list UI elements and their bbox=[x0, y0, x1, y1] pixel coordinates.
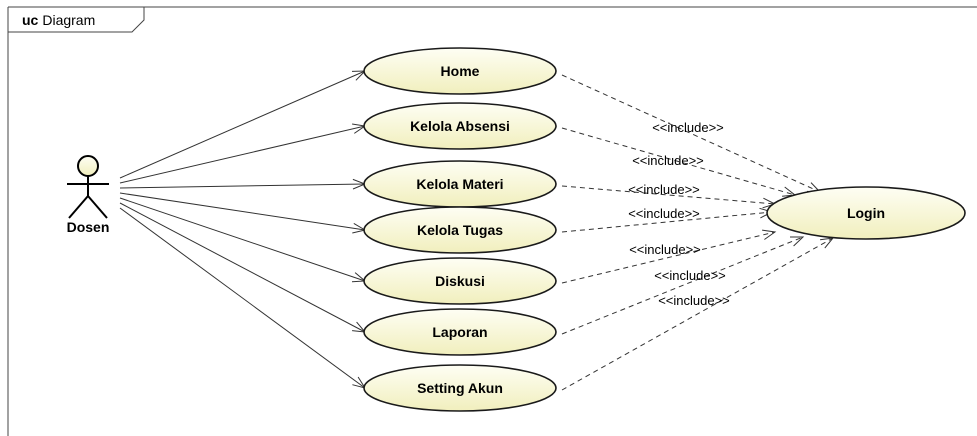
use-case-login-label: Login bbox=[847, 205, 885, 221]
use-case-label: Kelola Materi bbox=[416, 176, 503, 192]
association-lines bbox=[119, 70, 367, 389]
association-kelola-absensi bbox=[119, 123, 367, 184]
actor-head-icon bbox=[77, 155, 99, 177]
include-label: <<include>> bbox=[658, 293, 730, 308]
use-case-diskusi[interactable]: Diskusi bbox=[363, 257, 557, 305]
association-kelola-materi bbox=[119, 178, 367, 190]
use-case-label: Kelola Absensi bbox=[410, 118, 510, 134]
actor-leg-left bbox=[68, 195, 89, 219]
include-setting-akun: <<include>> bbox=[561, 237, 835, 391]
use-case-label: Setting Akun bbox=[417, 380, 503, 396]
association-laporan bbox=[119, 202, 367, 333]
actor-dosen[interactable]: Dosen bbox=[67, 155, 110, 235]
association-setting-akun bbox=[119, 207, 367, 389]
include-label: <<include>> bbox=[652, 120, 724, 135]
use-case-laporan[interactable]: Laporan bbox=[363, 308, 557, 356]
association-home bbox=[119, 70, 367, 179]
use-case-login[interactable]: Login bbox=[766, 186, 966, 240]
include-home: <<include>> bbox=[561, 74, 822, 193]
use-case-kelola-materi[interactable]: Kelola Materi bbox=[363, 160, 557, 208]
association-diskusi bbox=[119, 197, 367, 283]
association-kelola-tugas bbox=[119, 192, 367, 234]
use-case-setting-akun[interactable]: Setting Akun bbox=[363, 364, 557, 412]
include-label: <<include>> bbox=[629, 242, 701, 257]
include-kelola-materi: <<include>> bbox=[561, 182, 777, 209]
include-label: <<include>> bbox=[628, 206, 700, 221]
include-label: <<include>> bbox=[632, 153, 704, 168]
use-case-kelola-absensi[interactable]: Kelola Absensi bbox=[363, 102, 557, 150]
include-lines: <<include>> <<include>> <<include>> <<inclu… bbox=[561, 74, 835, 391]
actor-name: Dosen bbox=[67, 219, 110, 235]
use-case-label: Diskusi bbox=[435, 273, 485, 289]
use-case-label: Kelola Tugas bbox=[417, 222, 503, 238]
actor-leg-right bbox=[87, 195, 108, 219]
include-label: <<include>> bbox=[654, 268, 726, 283]
include-diskusi: <<include>> bbox=[561, 229, 777, 284]
use-case-label: Laporan bbox=[432, 324, 487, 340]
use-case-home[interactable]: Home bbox=[363, 47, 557, 95]
use-case-kelola-tugas[interactable]: Kelola Tugas bbox=[363, 206, 557, 254]
include-label: <<include>> bbox=[628, 182, 700, 197]
use-case-label: Home bbox=[441, 63, 480, 79]
include-kelola-tugas: <<include>> bbox=[561, 206, 774, 233]
include-laporan: <<include>> bbox=[561, 236, 805, 335]
